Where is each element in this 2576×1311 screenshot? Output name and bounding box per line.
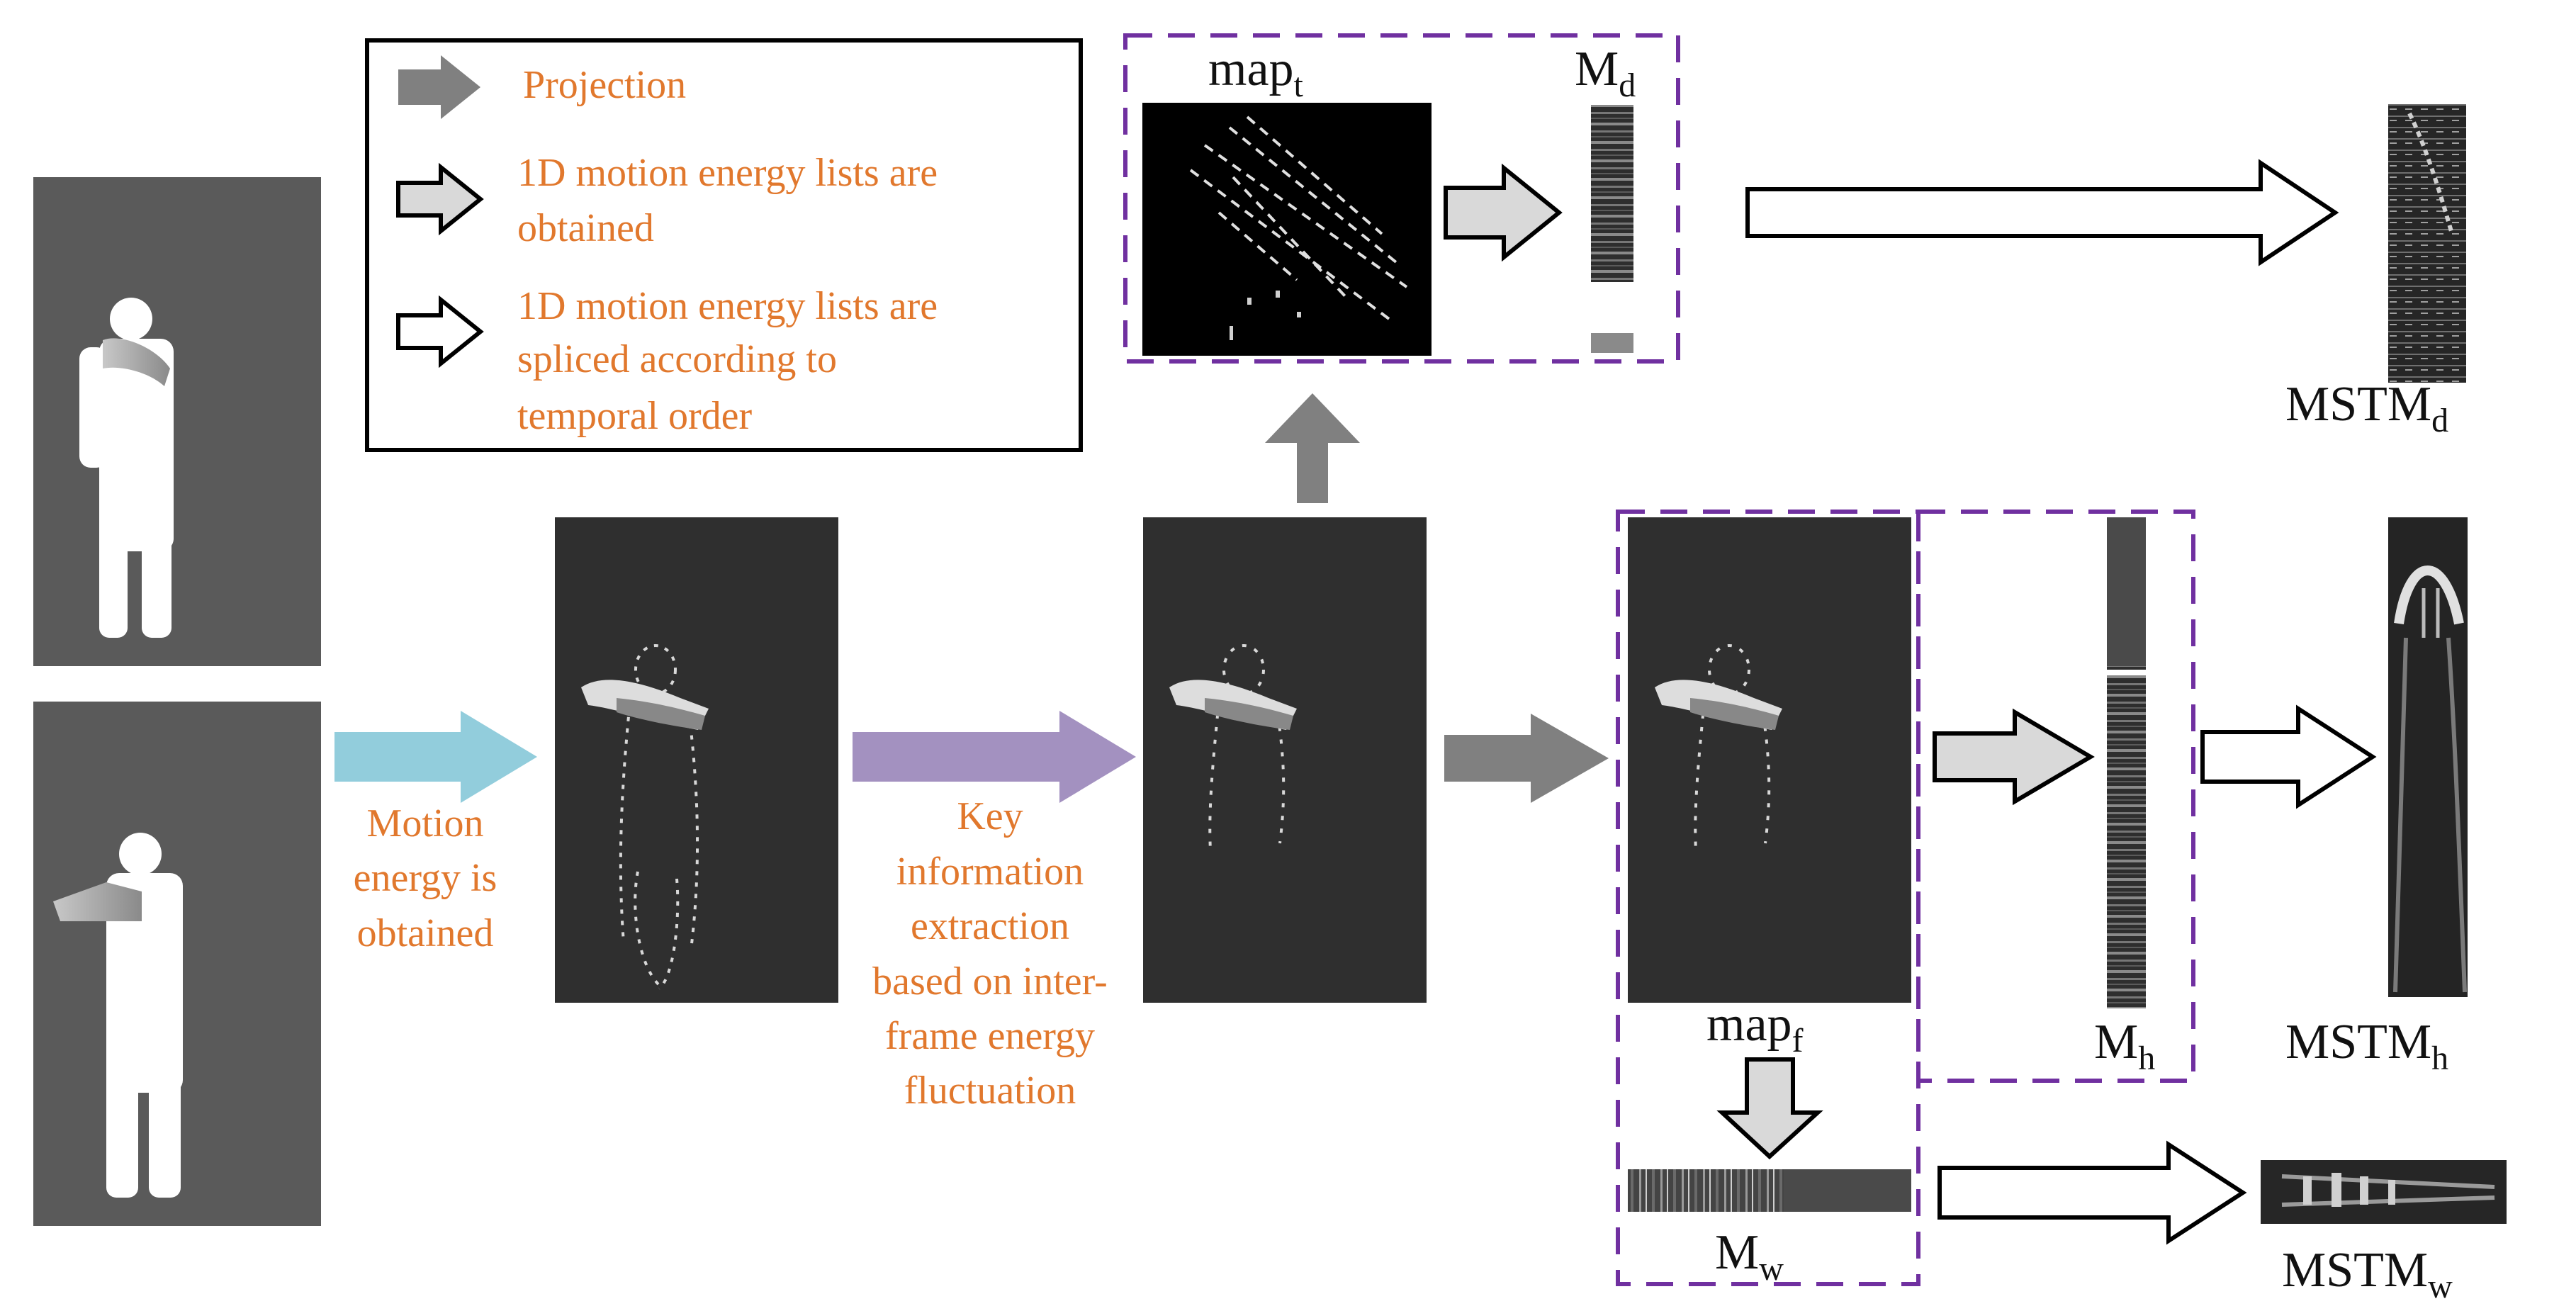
spliced-arrow-icon <box>396 295 484 368</box>
map-f-label: mapf <box>1706 997 1804 1059</box>
mstm-d-label: MSTMd <box>2285 377 2448 439</box>
key-extraction-label: Key information extraction based on inte… <box>872 794 1108 1113</box>
m-d-image <box>1591 105 1633 354</box>
svg-text:mapt: mapt <box>1208 42 1304 104</box>
depth-frame-1 <box>33 177 321 666</box>
mw-to-mstm-w-arrow <box>1937 1140 2247 1245</box>
legend-border <box>365 38 1083 452</box>
svg-text:energy is: energy is <box>354 856 497 900</box>
svg-text:frame energy: frame energy <box>885 1014 1095 1058</box>
svg-text:based on inter-: based on inter- <box>872 960 1108 1003</box>
svg-text:MSTMd: MSTMd <box>2285 377 2448 439</box>
svg-text:obtained: obtained <box>357 911 494 955</box>
projection-right-arrow <box>1444 714 1609 803</box>
legend-obtained-line1: 1D motion energy lists are <box>517 151 938 195</box>
projection-up-arrow <box>1265 393 1360 503</box>
map-f-to-mh-arrow <box>1933 708 2095 806</box>
motion-energy-label: Motion energy is obtained <box>354 801 497 955</box>
map-t-image <box>1142 103 1432 356</box>
person-silhouette-1 <box>79 298 174 638</box>
legend-spliced-line2: spliced according to <box>517 337 837 381</box>
mh-to-mstm-h-arrow <box>2200 704 2377 809</box>
svg-text:MSTMw: MSTMw <box>2282 1243 2453 1305</box>
md-to-mstm-d-arrow <box>1745 159 2339 266</box>
svg-text:Motion: Motion <box>367 801 484 845</box>
m-d-label: Md <box>1575 42 1636 104</box>
map-f-to-mw-arrow <box>1716 1057 1823 1160</box>
map-f-image <box>1628 517 1911 1003</box>
svg-text:fluctuation: fluctuation <box>904 1069 1076 1113</box>
svg-text:Key: Key <box>957 794 1023 838</box>
svg-text:information: information <box>896 850 1084 894</box>
motion-energy-frame <box>555 517 838 1003</box>
motion-energy-arrow <box>334 711 537 803</box>
key-information-frame <box>1143 517 1427 1003</box>
top-dashed-group <box>1123 33 1680 364</box>
m-w-image <box>1628 1169 1911 1212</box>
m-w-label: Mw <box>1715 1225 1784 1288</box>
mstm-w-label: MSTMw <box>2282 1243 2453 1305</box>
svg-text:mapf: mapf <box>1706 997 1804 1059</box>
mstm-h-label: MSTMh <box>2285 1015 2448 1077</box>
depth-frame-2 <box>33 702 321 1226</box>
legend-projection-label: Projection <box>523 63 686 107</box>
legend-box: Projection 1D motion energy lists are ob… <box>365 38 1083 452</box>
legend-spliced-line1: 1D motion energy lists are <box>517 284 938 328</box>
projection-arrow-icon <box>398 55 480 119</box>
obtained-arrow-icon <box>396 162 484 236</box>
svg-text:Mw: Mw <box>1715 1225 1784 1288</box>
legend-obtained-line2: obtained <box>517 206 654 250</box>
m-h-image <box>2107 517 2146 1008</box>
mstm-w-image <box>2261 1160 2507 1224</box>
m-h-label: Mh <box>2094 1015 2155 1077</box>
map-t-label: mapt <box>1208 42 1304 104</box>
svg-text:Mh: Mh <box>2094 1015 2155 1077</box>
key-extraction-arrow <box>853 711 1136 803</box>
mstm-h-image <box>2388 517 2468 997</box>
mstm-d-image <box>2388 104 2466 383</box>
svg-text:MSTMh: MSTMh <box>2285 1015 2448 1077</box>
svg-text:Md: Md <box>1575 42 1636 104</box>
person-silhouette-2 <box>106 833 183 1198</box>
svg-text:extraction: extraction <box>911 904 1069 948</box>
map-t-to-md-arrow <box>1444 163 1563 262</box>
legend-spliced-line3: temporal order <box>517 394 753 438</box>
m-h-dashed-group <box>1916 510 2195 1083</box>
